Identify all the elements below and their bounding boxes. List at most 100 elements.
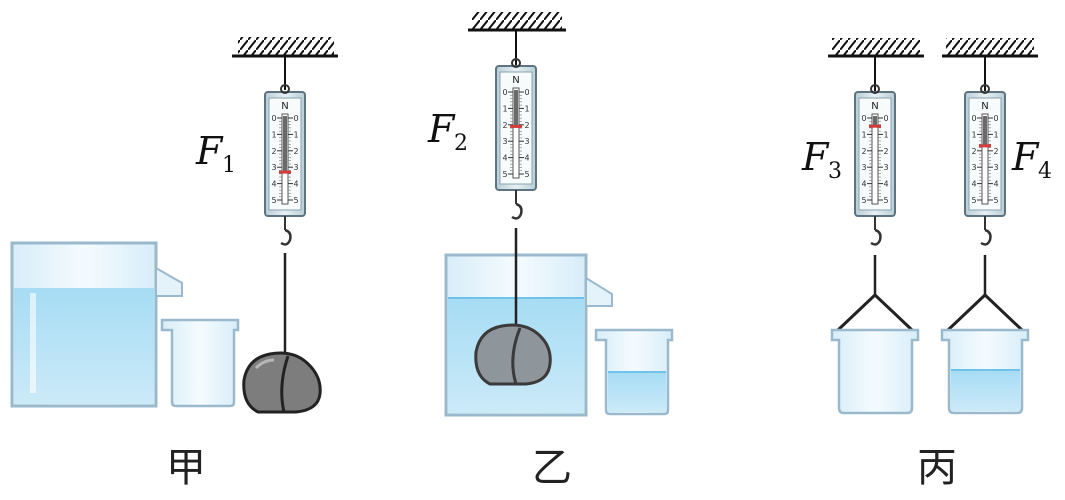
scale-tick-label-left: 5 xyxy=(502,170,507,179)
scale-slot xyxy=(981,113,989,205)
ceiling-support-b xyxy=(468,12,566,66)
rock-b xyxy=(474,323,552,386)
scale-unit-label: N xyxy=(981,101,988,112)
scale-tick-label-left: 3 xyxy=(502,137,507,146)
panel-a-group: F 1 N0 0 1 1 2 2 3 3 4 4 5 5 xyxy=(10,37,338,414)
force-label-f2-main: F xyxy=(427,107,456,151)
scale-tick-label-right: 3 xyxy=(883,163,888,172)
scale-pointer xyxy=(979,144,991,148)
scale-spring xyxy=(283,116,287,173)
scale-spring xyxy=(514,90,518,127)
force-label-f1-sub: 1 xyxy=(222,153,236,178)
scale-tick-label-right: 3 xyxy=(993,163,998,172)
scale-unit-label: N xyxy=(281,101,288,112)
force-label-f4-sub: 4 xyxy=(1038,159,1052,184)
spring-scale-f3: N0 0 1 1 2 2 3 3 4 4 5 5 xyxy=(854,84,896,246)
scale-hook xyxy=(870,228,882,246)
scale-top-ring xyxy=(980,84,990,94)
panel-label-a: 甲 xyxy=(166,445,206,491)
hanging-beaker-empty xyxy=(830,255,920,415)
spring-scale-f1: N0 0 1 1 2 2 3 3 4 4 5 5 xyxy=(264,84,306,246)
scale-tick-label-left: 2 xyxy=(502,121,507,130)
scale-tick-label-left: 3 xyxy=(271,163,276,172)
force-label-f2-sub: 2 xyxy=(454,131,468,156)
scale-tick-label-right: 1 xyxy=(524,104,529,113)
scale-tick-label-right: 2 xyxy=(883,147,888,156)
scale-tick-label-right: 0 xyxy=(293,114,298,123)
catch-beaker-a xyxy=(160,318,240,408)
scale-tick-label-right: 5 xyxy=(524,170,529,179)
scale-hook xyxy=(280,228,292,246)
scale-tick-label-left: 3 xyxy=(971,163,976,172)
scale-tick-label-left: 3 xyxy=(861,163,866,172)
scale-tick-label-left: 4 xyxy=(861,180,866,189)
scale-tick-label-left: 0 xyxy=(271,114,276,123)
scale-tick-label-right: 1 xyxy=(293,130,298,139)
scale-top-ring xyxy=(511,58,521,68)
scale-tick-label-right: 2 xyxy=(993,147,998,156)
force-label-f3-sub: 3 xyxy=(828,159,842,184)
scale-tick-label-right: 2 xyxy=(293,147,298,156)
scale-tick-label-right: 4 xyxy=(293,180,298,189)
scale-unit-label: N xyxy=(512,75,519,86)
scale-pointer xyxy=(510,124,522,128)
ceiling-support-c-left xyxy=(828,38,924,92)
scale-tick-label-right: 3 xyxy=(293,163,298,172)
panel-label-b: 乙 xyxy=(532,445,572,491)
scale-tick-label-left: 0 xyxy=(861,114,866,123)
scale-tick-label-right: 0 xyxy=(524,88,529,97)
scale-tick-label-left: 4 xyxy=(971,180,976,189)
force-label-f1-main: F xyxy=(195,129,224,173)
scale-pointer xyxy=(869,124,881,128)
scale-tick-label-left: 1 xyxy=(502,104,507,113)
scale-tick-label-left: 5 xyxy=(271,196,276,205)
scale-tick-label-right: 3 xyxy=(524,137,529,146)
scale-tick-label-right: 5 xyxy=(993,196,998,205)
scale-tick-label-right: 1 xyxy=(883,130,888,139)
scale-tick-label-right: 1 xyxy=(993,130,998,139)
scale-tick-label-left: 2 xyxy=(971,147,976,156)
force-label-f3-main: F xyxy=(801,135,830,179)
scale-tick-label-right: 5 xyxy=(293,196,298,205)
scale-spring xyxy=(873,116,877,127)
scale-tick-label-right: 0 xyxy=(883,114,888,123)
scale-pointer xyxy=(279,170,291,174)
scale-tick-label-left: 4 xyxy=(271,180,276,189)
scale-tick-label-left: 5 xyxy=(861,196,866,205)
scale-top-ring xyxy=(280,84,290,94)
scale-tick-label-right: 0 xyxy=(993,114,998,123)
scale-top-ring xyxy=(870,84,880,94)
scale-spring xyxy=(983,116,987,146)
rock-a xyxy=(242,351,322,414)
scale-tick-label-left: 4 xyxy=(502,154,507,163)
scale-tick-label-left: 1 xyxy=(971,130,976,139)
hanging-beaker-water xyxy=(940,255,1030,415)
scale-tick-label-left: 5 xyxy=(971,196,976,205)
scale-tick-label-left: 2 xyxy=(861,147,866,156)
scale-tick-label-left: 2 xyxy=(271,147,276,156)
scale-tick-label-right: 5 xyxy=(883,196,888,205)
scale-tick-label-left: 0 xyxy=(502,88,507,97)
scale-tick-label-right: 4 xyxy=(883,180,888,189)
scale-tick-label-right: 2 xyxy=(524,121,529,130)
overflow-tank-a xyxy=(10,241,183,408)
ceiling-support-c-right xyxy=(942,38,1038,92)
scale-slot xyxy=(512,87,520,179)
ceiling-support-a xyxy=(232,37,338,90)
scale-tick-label-left: 1 xyxy=(271,130,276,139)
catch-beaker-b xyxy=(594,328,674,416)
scale-unit-label: N xyxy=(871,101,878,112)
scale-tick-label-right: 4 xyxy=(993,180,998,189)
scale-slot xyxy=(871,113,879,205)
scale-hook xyxy=(511,202,523,220)
scale-hook xyxy=(980,228,992,246)
force-label-f4-main: F xyxy=(1011,135,1040,179)
panel-label-c: 丙 xyxy=(917,445,957,491)
scale-tick-label-left: 1 xyxy=(861,130,866,139)
